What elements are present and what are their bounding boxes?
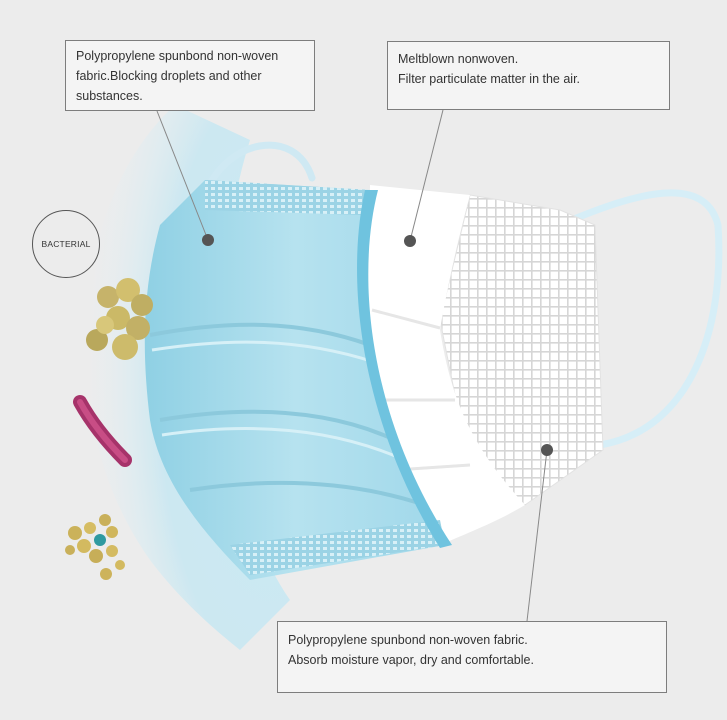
callout-middle-layer: Meltblown nonwoven. Filter particulate m… — [387, 41, 670, 110]
leader-outer — [156, 110, 214, 246]
outer-layer — [144, 180, 445, 580]
ear-loop-left — [201, 141, 316, 199]
callout-outer-line-1: Polypropylene spunbond non-woven — [76, 49, 279, 63]
leader-inner — [526, 444, 553, 622]
bacteria-rod-magenta — [73, 395, 132, 467]
inner-layer — [439, 194, 604, 506]
middle-layer — [368, 185, 525, 545]
callout-inner-layer: Polypropylene spunbond non-woven fabric.… — [277, 621, 667, 693]
bacteria-cluster-yellow — [86, 278, 153, 360]
bacterial-badge: BACTERIAL — [32, 210, 100, 278]
callout-middle-line-2: Filter particulate matter in the air. — [398, 72, 581, 86]
bacterial-badge-label: BACTERIAL — [41, 239, 91, 249]
leader-middle — [404, 109, 444, 247]
bacteria-cluster-mixed — [65, 514, 125, 580]
callout-outer-line-3: substances. — [76, 89, 143, 103]
callout-inner-line-1: Polypropylene spunbond non-woven fabric. — [288, 633, 528, 647]
ear-loop-right — [556, 189, 723, 449]
callout-outer-line-2: fabric.Blocking droplets and other — [76, 69, 262, 83]
callout-inner-line-2: Absorb moisture vapor, dry and comfortab… — [288, 653, 534, 667]
callout-middle-line-1: Meltblown nonwoven. — [398, 52, 519, 66]
callout-outer-layer: Polypropylene spunbond non-woven fabric.… — [65, 40, 315, 111]
